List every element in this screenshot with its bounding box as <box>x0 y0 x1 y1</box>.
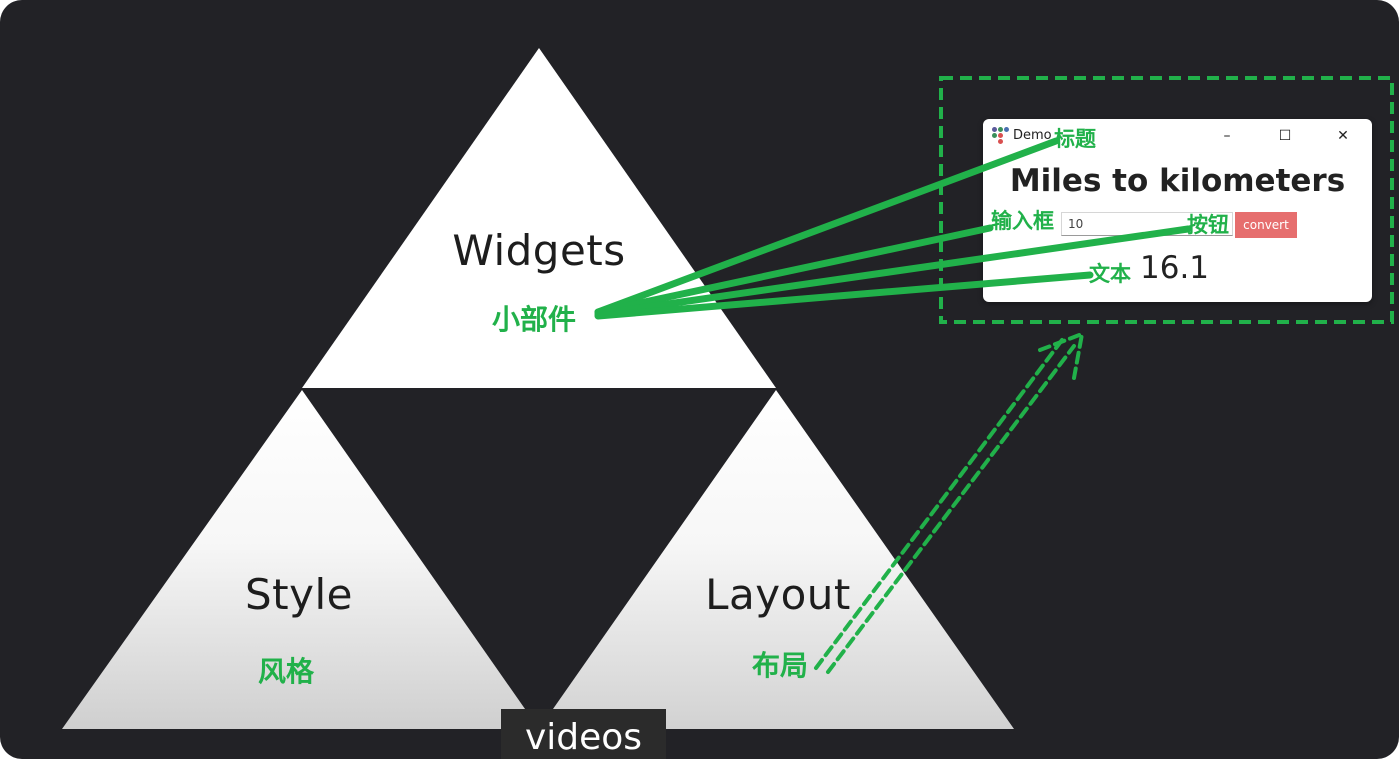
app-icon <box>991 126 1009 144</box>
annotation-button: 按钮 <box>1187 213 1229 237</box>
connector-text <box>594 271 1094 320</box>
connector-title <box>594 137 1060 316</box>
window-titlebar: Demo – ☐ ✕ <box>983 119 1372 153</box>
layout-subtitle: 布局 <box>751 649 809 682</box>
widgets-title: Widgets <box>452 226 626 275</box>
style-subtitle: 风格 <box>257 655 315 688</box>
maximize-button[interactable]: ☐ <box>1278 128 1292 144</box>
close-button[interactable]: ✕ <box>1337 128 1349 144</box>
dashed-arrow <box>814 330 1085 674</box>
result-label: 16.1 <box>1140 250 1210 286</box>
connector-button <box>594 225 1192 318</box>
caption-box: videos <box>501 709 666 759</box>
connector-input <box>594 224 994 316</box>
heading-label: Miles to kilometers <box>1009 163 1346 199</box>
style-triangle <box>62 390 539 729</box>
annotation-input: 输入框 <box>991 209 1054 233</box>
minimize-button[interactable]: – <box>1223 128 1231 144</box>
connector-lines <box>594 137 1192 320</box>
dashed-highlight-box <box>939 76 1394 324</box>
style-title: Style <box>245 570 353 619</box>
widgets-subtitle: 小部件 <box>491 303 577 336</box>
layout-triangle <box>539 390 1014 729</box>
annotation-title: 标题 <box>1054 127 1096 151</box>
caption-text: videos <box>524 717 643 758</box>
convert-button[interactable]: convert <box>1235 212 1297 238</box>
annotation-text: 文本 <box>1089 262 1131 286</box>
layout-title: Layout <box>705 570 851 619</box>
window-title: Demo <box>1013 128 1052 143</box>
